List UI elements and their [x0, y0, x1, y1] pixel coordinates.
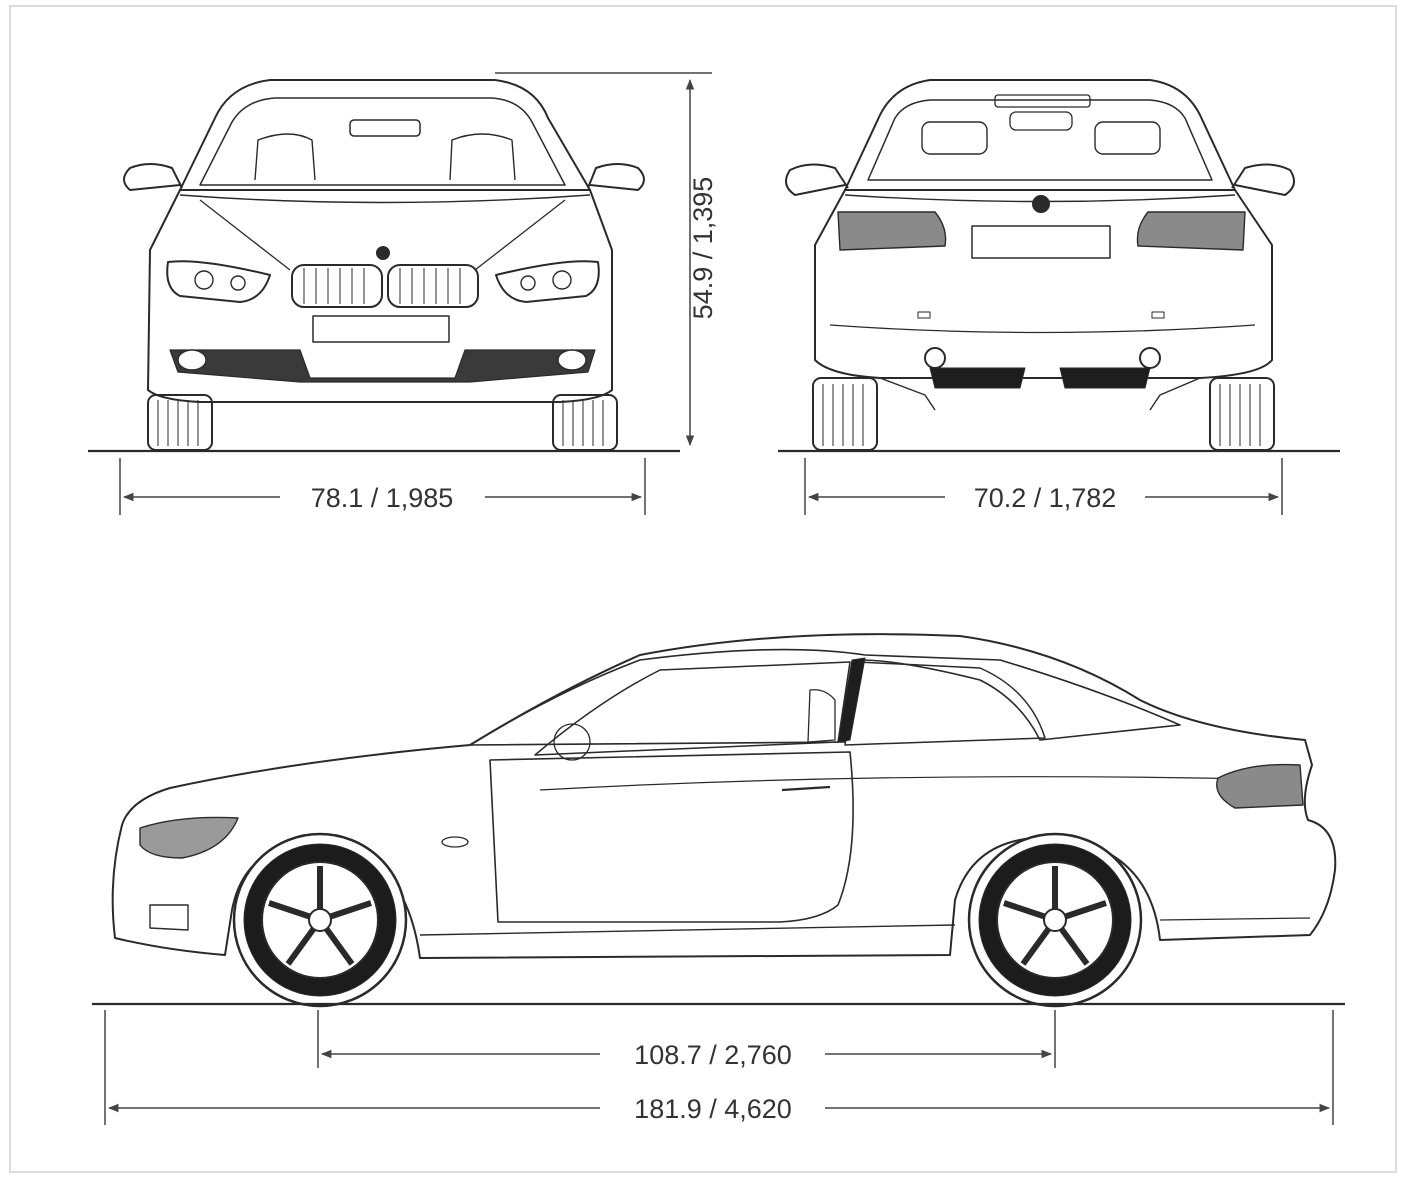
side-rear-window: [844, 661, 1046, 746]
side-front-window: [534, 661, 851, 756]
side-seat-headrest: [807, 689, 836, 743]
side-headlight: [139, 816, 239, 859]
overall-length-label: 181.9 / 4,620: [634, 1094, 792, 1124]
track-width-label: 70.2 / 1,782: [974, 483, 1117, 513]
front-badge: [376, 246, 390, 260]
front-body-outline: [147, 189, 613, 403]
rear-window: [867, 99, 1213, 181]
dimension-lines: [104, 72, 1334, 1125]
rear-left-exhaust: [924, 347, 946, 369]
rear-cabin-outline: [844, 79, 1236, 191]
rear-right-mirror: [1231, 163, 1295, 196]
side-view: [111, 633, 1337, 1008]
front-left-foglight: [177, 349, 207, 371]
side-windows-outline: [469, 648, 1181, 746]
front-left-mirror: [123, 163, 183, 191]
height-label: 54.9 / 1,395: [688, 177, 718, 320]
front-left-headlight: [166, 260, 271, 303]
side-foglight: [149, 904, 189, 931]
rearview-mirror: [349, 119, 421, 137]
front-lower-intake: [169, 349, 596, 383]
front-tire-treads: [157, 400, 604, 446]
front-license-plate: [312, 315, 450, 343]
front-cabin-outline: [179, 79, 591, 191]
front-right-seat: [449, 133, 516, 181]
front-right-foglight: [557, 349, 587, 371]
rear-reflectors: [917, 311, 1165, 319]
front-right-mirror: [587, 163, 645, 191]
ground-lines: [88, 449, 1345, 1006]
side-door: [489, 751, 854, 923]
side-steering-wheel: [553, 723, 591, 761]
front-grille-right: [387, 264, 479, 308]
page-border: [9, 5, 1397, 1173]
front-right-headlight: [495, 260, 600, 303]
front-view: [123, 79, 645, 451]
rear-left-mirror: [785, 163, 849, 196]
rear-badge: [1032, 195, 1050, 213]
rear-brake-light: [994, 94, 1091, 108]
rear-left-taillight: [837, 211, 947, 251]
side-rear-hub: [1043, 908, 1067, 932]
front-grille-left: [291, 264, 383, 308]
side-front-hub: [308, 908, 332, 932]
wheelbase-label: 108.7 / 2,760: [634, 1040, 792, 1070]
front-windshield: [199, 97, 566, 186]
side-door-handle: [781, 785, 831, 792]
rear-suspension: [879, 377, 1201, 411]
rear-view: [785, 79, 1295, 451]
rear-right-headrest: [1094, 121, 1161, 155]
rear-right-exhaust: [1139, 347, 1161, 369]
side-b-pillar: [837, 657, 866, 743]
grille-slats: [303, 268, 461, 304]
rear-tire-treads: [822, 384, 1261, 446]
side-marker-light: [441, 836, 469, 848]
width-with-mirrors-label: 78.1 / 1,985: [311, 483, 454, 513]
rear-headrest-center: [1009, 111, 1073, 131]
side-taillight: [1216, 763, 1304, 809]
rear-left-headrest: [921, 121, 988, 155]
front-left-seat: [254, 133, 316, 181]
rear-right-taillight: [1136, 211, 1246, 251]
rear-license-plate: [971, 225, 1111, 259]
